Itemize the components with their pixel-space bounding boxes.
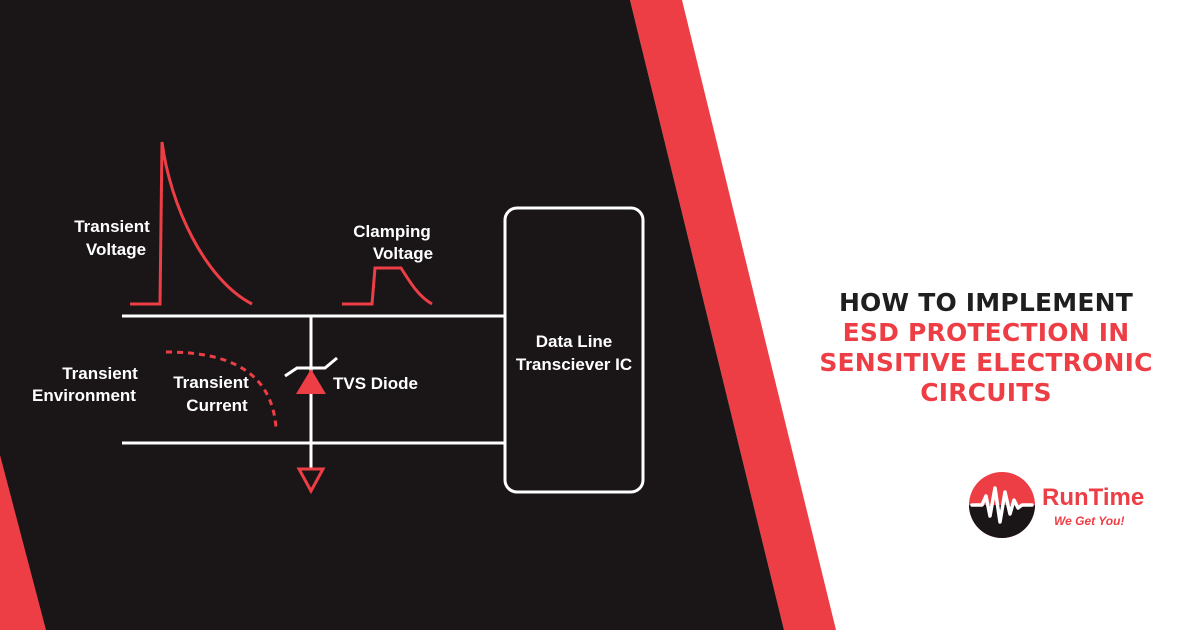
- transient-current-path: [165, 350, 278, 429]
- label-transient-current-2: Current: [186, 396, 248, 415]
- brand-name: RunTime: [1042, 484, 1145, 511]
- label-clamping-voltage-2: Voltage: [373, 244, 433, 263]
- brand-tagline: We Get You!: [1054, 514, 1125, 528]
- tvs-diode-symbol: [296, 369, 326, 394]
- red-corner: [0, 455, 46, 630]
- label-tvs-diode: TVS Diode: [333, 374, 418, 393]
- label-transient-environment-1: Transient: [62, 364, 138, 383]
- label-ic-2: Transciever IC: [516, 355, 632, 374]
- headline-line-4: CIRCUITS: [920, 378, 1052, 407]
- label-transient-current-1: Transient: [173, 373, 249, 392]
- headline-line-1: HOW TO IMPLEMENT: [838, 288, 1134, 317]
- clamping-voltage-waveform: [342, 266, 433, 306]
- transient-voltage-waveform: [130, 141, 253, 306]
- label-ic-1: Data Line: [536, 332, 613, 351]
- label-transient-voltage-2: Voltage: [86, 240, 146, 259]
- headline: HOW TO IMPLEMENT ESD PROTECTION IN SENSI…: [800, 288, 1172, 408]
- headline-line-2: ESD PROTECTION IN: [842, 318, 1130, 347]
- ic-box: [503, 206, 645, 494]
- label-clamping-voltage-1: Clamping: [353, 222, 430, 241]
- ground-symbol: [296, 467, 326, 495]
- label-transient-voltage-1: Transient: [74, 217, 150, 236]
- red-stripe: [630, 0, 836, 630]
- zener-bar: [284, 356, 338, 378]
- pulse-waveform-icon: [969, 472, 1035, 538]
- label-transient-environment-2: Environment: [32, 386, 136, 405]
- headline-line-3: SENSITIVE ELECTRONIC: [819, 348, 1153, 377]
- runtime-logo: RunTime We Get You!: [968, 470, 1168, 540]
